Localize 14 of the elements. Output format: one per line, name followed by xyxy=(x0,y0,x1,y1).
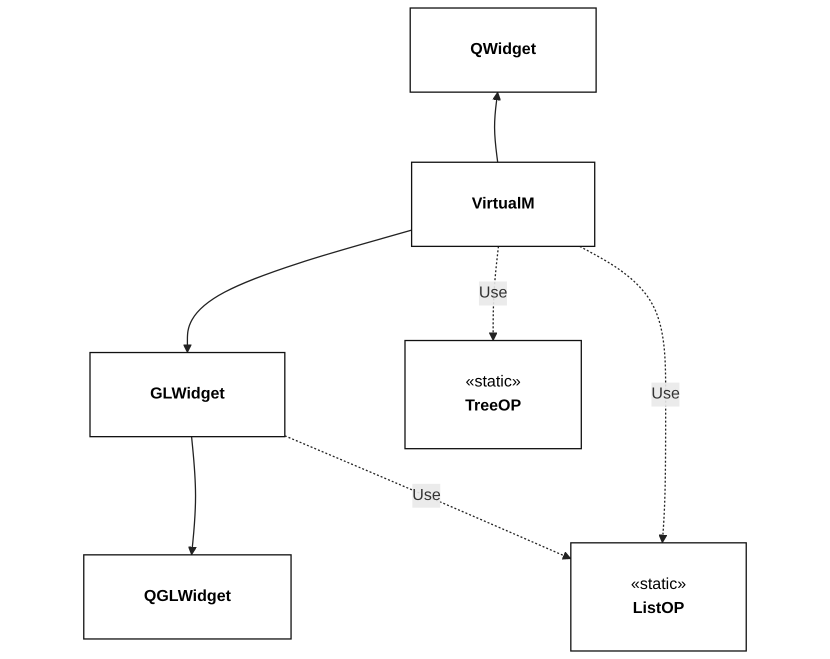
node-box: QGLWidget xyxy=(83,554,292,640)
arrow xyxy=(284,435,572,560)
edge-label: Use xyxy=(412,486,441,504)
node-box: «static» ListOP xyxy=(570,542,747,652)
edge-label: Use xyxy=(478,284,508,302)
node-box: «static» TreeOP xyxy=(404,340,582,450)
arrow xyxy=(188,436,197,556)
arrow xyxy=(492,92,502,162)
node-box: GLWidget xyxy=(89,352,286,438)
node-box: QWidget xyxy=(410,7,597,93)
node-box: VirtualM xyxy=(410,162,596,248)
arrow xyxy=(183,230,412,353)
edge-label: Use xyxy=(651,386,680,403)
arrow xyxy=(580,246,668,544)
